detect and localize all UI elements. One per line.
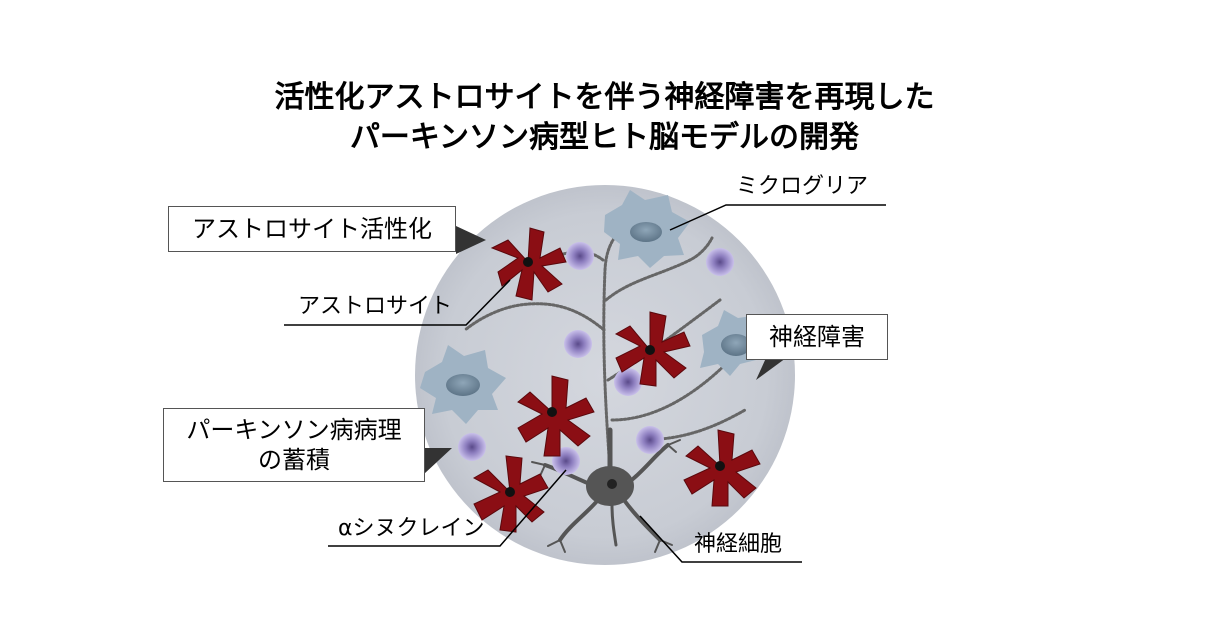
- pointer-parkinson-pathology: [424, 448, 452, 474]
- leader-lines: [284, 204, 886, 563]
- leader-microglia: [669, 204, 886, 231]
- neuron-nucleus: [607, 479, 617, 489]
- microglia: [420, 190, 756, 424]
- callout-neural-damage-text: 神経障害: [769, 323, 865, 351]
- microglia-nucleus-2: [446, 374, 480, 396]
- synuclein-dot-5: [458, 433, 486, 461]
- callout-astrocyte-activation: アストロサイト活性化: [168, 206, 456, 252]
- callout-parkinson-line-2: の蓄積: [258, 446, 330, 474]
- pointer-astrocyte-activation: [456, 226, 486, 254]
- label-alpha-synuclein: αシヌクレイン: [338, 516, 485, 541]
- callout-parkinson-pathology: パーキンソン病病理 の蓄積: [163, 408, 425, 482]
- callout-neural-damage: 神経障害: [746, 314, 888, 360]
- leader-neuron: [639, 515, 802, 563]
- title-line-2: パーキンソン病型ヒト脳モデルの開発: [349, 120, 860, 155]
- callout-astrocyte-activation-text: アストロサイト活性化: [192, 215, 432, 243]
- label-astrocyte: アストロサイト: [298, 294, 453, 319]
- label-neuron: 神経細胞: [694, 532, 783, 557]
- synuclein-dot-3: [564, 330, 592, 358]
- astrocyte-cell-3: [517, 375, 595, 457]
- pointer-neural-damage: [756, 358, 786, 380]
- microglia-nucleus-1: [630, 222, 662, 242]
- leader-alpha-synuclein: [328, 469, 567, 547]
- callout-parkinson-line-1: パーキンソン病病理: [186, 416, 402, 444]
- synuclein-dot-2: [706, 248, 734, 276]
- synuclein-dot-4: [614, 368, 642, 396]
- diagram-title: 活性化アストロサイトを伴う神経障害を再現した パーキンソン病型ヒト脳モデルの開発: [0, 78, 1209, 158]
- leader-astrocyte: [284, 279, 511, 326]
- title-line-1: 活性化アストロサイトを伴う神経障害を再現した: [274, 80, 935, 115]
- synuclein-dot-6: [636, 426, 664, 454]
- callout-pointers: [424, 226, 786, 474]
- synuclein-dot-1: [566, 242, 594, 270]
- microglia-nucleus-3: [721, 334, 751, 356]
- label-microglia: ミクログリア: [736, 174, 869, 199]
